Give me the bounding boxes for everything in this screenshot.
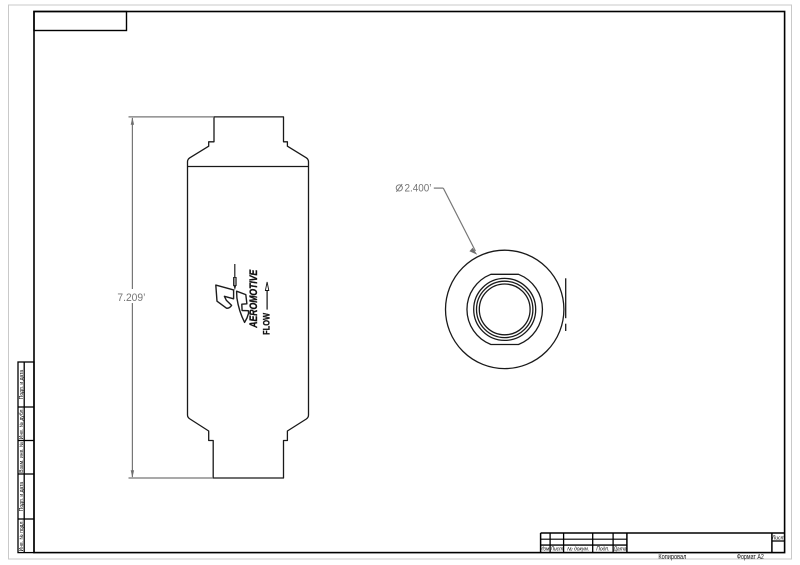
svg-text:AEROMOTIVE: AEROMOTIVE	[248, 269, 260, 328]
svg-text:2.400’: 2.400’	[405, 183, 432, 195]
svg-text:7.209’: 7.209’	[117, 292, 145, 304]
svg-text:Подп.: Подп.	[596, 546, 609, 552]
svg-text:Инв. № дубл.: Инв. № дубл.	[19, 408, 25, 439]
svg-text:Дата: Дата	[612, 546, 626, 552]
svg-text:Подп. и дата: Подп. и дата	[19, 370, 25, 400]
svg-text:FLOW: FLOW	[262, 313, 273, 335]
svg-text:Лист: Лист	[549, 546, 563, 552]
svg-text:Лист: Лист	[771, 535, 785, 541]
svg-text:Инв. № подл.: Инв. № подл.	[19, 520, 25, 551]
svg-text:Взам. инв. №: Взам. инв. №	[19, 442, 25, 473]
svg-text:Изм.: Изм.	[540, 546, 551, 552]
svg-text:Копировал: Копировал	[658, 554, 686, 561]
svg-text:Подп. и дата: Подп. и дата	[19, 482, 25, 512]
svg-text:Формат А2: Формат А2	[737, 554, 764, 561]
svg-text:№ докум.: № докум.	[567, 546, 589, 552]
